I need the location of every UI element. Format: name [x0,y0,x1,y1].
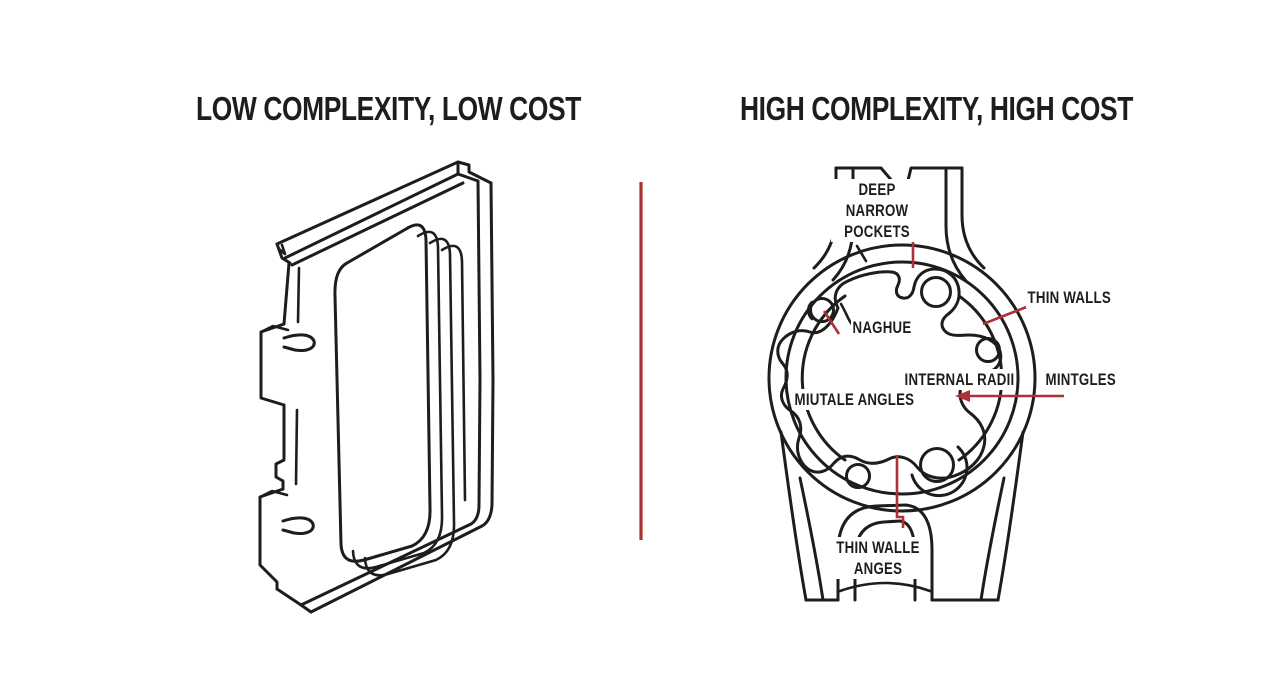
label-deep-narrow-pockets: DEEP NARROW POCKETS [830,179,924,242]
label-miutale-angles: MIUTALE ANGLES [793,389,916,410]
naghue-red-line [822,310,841,335]
thin-walls-red-line [982,304,1030,326]
right-panel-title: HIGH COMPLEXITY, HIGH COST [740,90,1133,127]
left-panel-title: LOW COMPLEXITY, LOW COST [196,90,581,127]
low-complexity-part-drawing [258,160,495,614]
label-thin-walle-anges: THIN WALLE ANGES [831,537,925,579]
pockets-leader-line [855,244,868,263]
label-mintgles: MINTGLES [1044,369,1118,390]
label-thin-walls: THIN WALLS [1026,287,1113,308]
internal-radii-arrowhead [955,390,970,402]
label-naghue: NAGHUE [851,317,913,338]
thin-walle-red-line [895,455,905,528]
label-internal-radii: INTERNAL RADII [903,369,1016,390]
